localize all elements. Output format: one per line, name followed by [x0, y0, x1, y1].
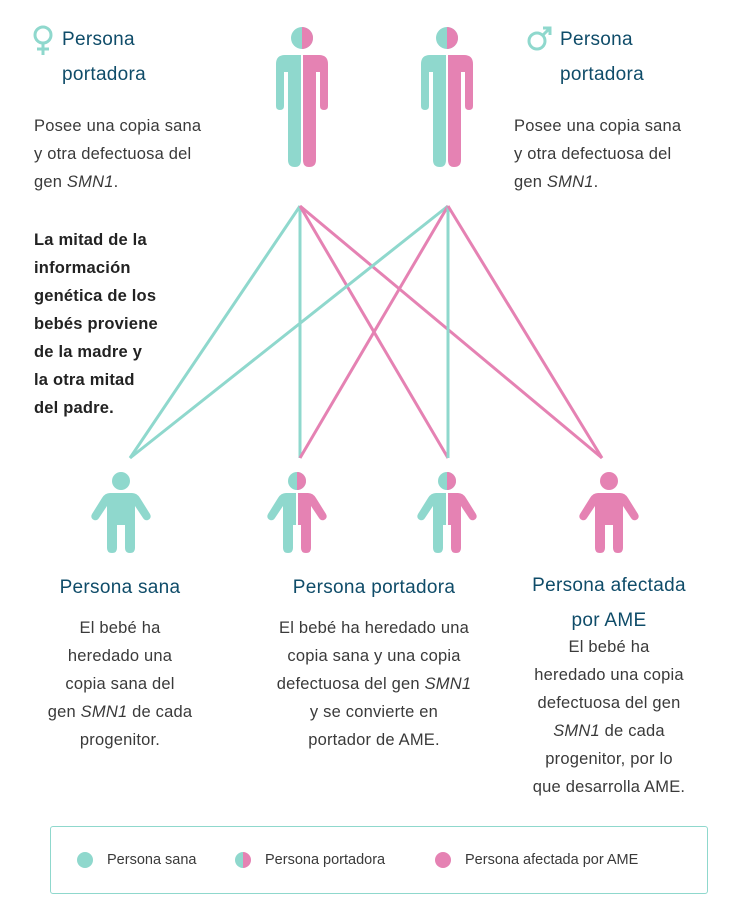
father-desc-gene: SMN1 — [546, 173, 594, 191]
child-carrier-l2: copia sana y una copia — [287, 647, 461, 665]
child-carrier-l3-pre: defectuosa del gen — [276, 675, 425, 693]
father-title-line1: Persona — [560, 29, 633, 50]
child-affected-l3: defectuosa del gen — [537, 694, 681, 712]
affected-dot-icon — [435, 852, 451, 868]
note-line: del padre. — [34, 399, 114, 417]
note-line: de la madre y — [34, 343, 143, 361]
legend-carrier-label: Persona portadora — [265, 852, 386, 868]
child-affected-l2: heredado una copia — [534, 666, 684, 684]
note-line: bebés proviene — [34, 315, 158, 333]
child-affected-l6: que desarrolla AME. — [532, 778, 686, 796]
child-affected-l4-gene: SMN1 — [553, 722, 600, 740]
note-line: la otra mitad — [34, 371, 135, 389]
legend-item-affected: Persona afectada por AME — [435, 852, 638, 868]
line-father-healthy — [129, 204, 449, 460]
female-symbol-icon — [33, 25, 53, 55]
mother-title-line2: portadora — [62, 64, 147, 85]
mother-desc-gene: SMN1 — [66, 173, 114, 191]
child-healthy-title: Persona sana — [59, 577, 181, 598]
child-healthy-description: El bebé ha heredado una copia sana del g… — [20, 614, 220, 754]
child-carrier-title: Persona portadora — [292, 577, 456, 598]
child-affected-description: El bebé ha heredado una copia defectuosa… — [505, 633, 713, 801]
child-healthy-l4: gen SMN1 de cada — [20, 698, 220, 726]
mother-desc-line3: gen SMN1. — [34, 168, 201, 196]
child-carrier-l3-gene: SMN1 — [424, 675, 472, 693]
child-affected-figure — [579, 472, 639, 553]
child-carrier-l5: portador de AME. — [308, 731, 440, 749]
mother-title-line1: Persona — [62, 29, 135, 50]
child-healthy-l4-post: de cada — [127, 703, 193, 721]
line-mother-affected — [299, 204, 603, 460]
mother-figure — [276, 27, 328, 167]
mother-desc-line1: Posee una copia sana — [34, 117, 202, 135]
child-carrier-l4: y se convierte en — [309, 703, 439, 721]
legend-healthy-label: Persona sana — [107, 852, 197, 868]
inheritance-lines — [128, 204, 604, 460]
child-healthy-l2: heredado una — [67, 647, 173, 665]
child-affected-l4: SMN1 de cada — [505, 717, 713, 745]
child-healthy-l1: El bebé ha — [79, 619, 161, 637]
child-carrier-l3: defectuosa del gen SMN1 — [234, 670, 514, 698]
note-line: La mitad de la — [34, 231, 147, 249]
father-desc-line2: y otra defectuosa del — [514, 145, 672, 163]
line-mother-healthy — [128, 205, 302, 459]
father-title: Persona portadora — [560, 22, 644, 92]
child-affected-title: Persona afectada por AME — [510, 568, 708, 638]
line-father-carrier1 — [298, 205, 450, 459]
child-healthy-l4-gene: SMN1 — [80, 703, 128, 721]
child-affected-title-line2: por AME — [571, 610, 647, 631]
mother-title: Persona portadora — [62, 22, 146, 92]
healthy-dot-icon — [77, 852, 93, 868]
note-line: genética de los — [34, 287, 157, 305]
carrier-dot-icon — [235, 852, 251, 868]
child-affected-l5: progenitor, por lo — [545, 750, 673, 768]
child-carrier-l1: El bebé ha heredado una — [279, 619, 469, 637]
child-carrier-figure-1 — [267, 472, 327, 553]
father-desc-line1: Posee una copia sana — [514, 117, 682, 135]
line-father-affected — [446, 205, 604, 459]
father-desc-pre: gen — [514, 173, 547, 191]
note-line: información — [34, 259, 131, 277]
father-description: Posee una copia sana y otra defectuosa d… — [514, 112, 681, 196]
legend-item-carrier: Persona portadora — [235, 852, 385, 868]
child-carrier-figure-2 — [417, 472, 477, 553]
father-title-line2: portadora — [560, 64, 645, 85]
legend-item-healthy: Persona sana — [77, 852, 196, 868]
inheritance-note: La mitad de la información genética de l… — [34, 226, 158, 422]
father-desc-line3: gen SMN1. — [514, 168, 681, 196]
father-desc-post: . — [593, 173, 599, 191]
father-figure — [421, 27, 473, 167]
legend-affected-label: Persona afectada por AME — [465, 852, 639, 868]
child-affected-title-line1: Persona afectada — [532, 575, 686, 596]
child-healthy-figure — [91, 472, 151, 553]
mother-description: Posee una copia sana y otra defectuosa d… — [34, 112, 201, 196]
child-carrier-description: El bebé ha heredado una copia sana y una… — [234, 614, 514, 754]
child-healthy-l5: progenitor. — [79, 731, 161, 749]
child-affected-l1: El bebé ha — [568, 638, 650, 656]
mother-desc-line2: y otra defectuosa del — [34, 145, 192, 163]
child-affected-l4-post: de cada — [599, 722, 665, 740]
child-healthy-l3: copia sana del — [65, 675, 175, 693]
male-symbol-icon — [527, 26, 552, 51]
child-healthy-l4-pre: gen — [47, 703, 81, 721]
mother-desc-post: . — [113, 173, 119, 191]
mother-desc-pre: gen — [34, 173, 67, 191]
legend-box: Persona sana Persona portadora Persona a… — [50, 826, 708, 894]
